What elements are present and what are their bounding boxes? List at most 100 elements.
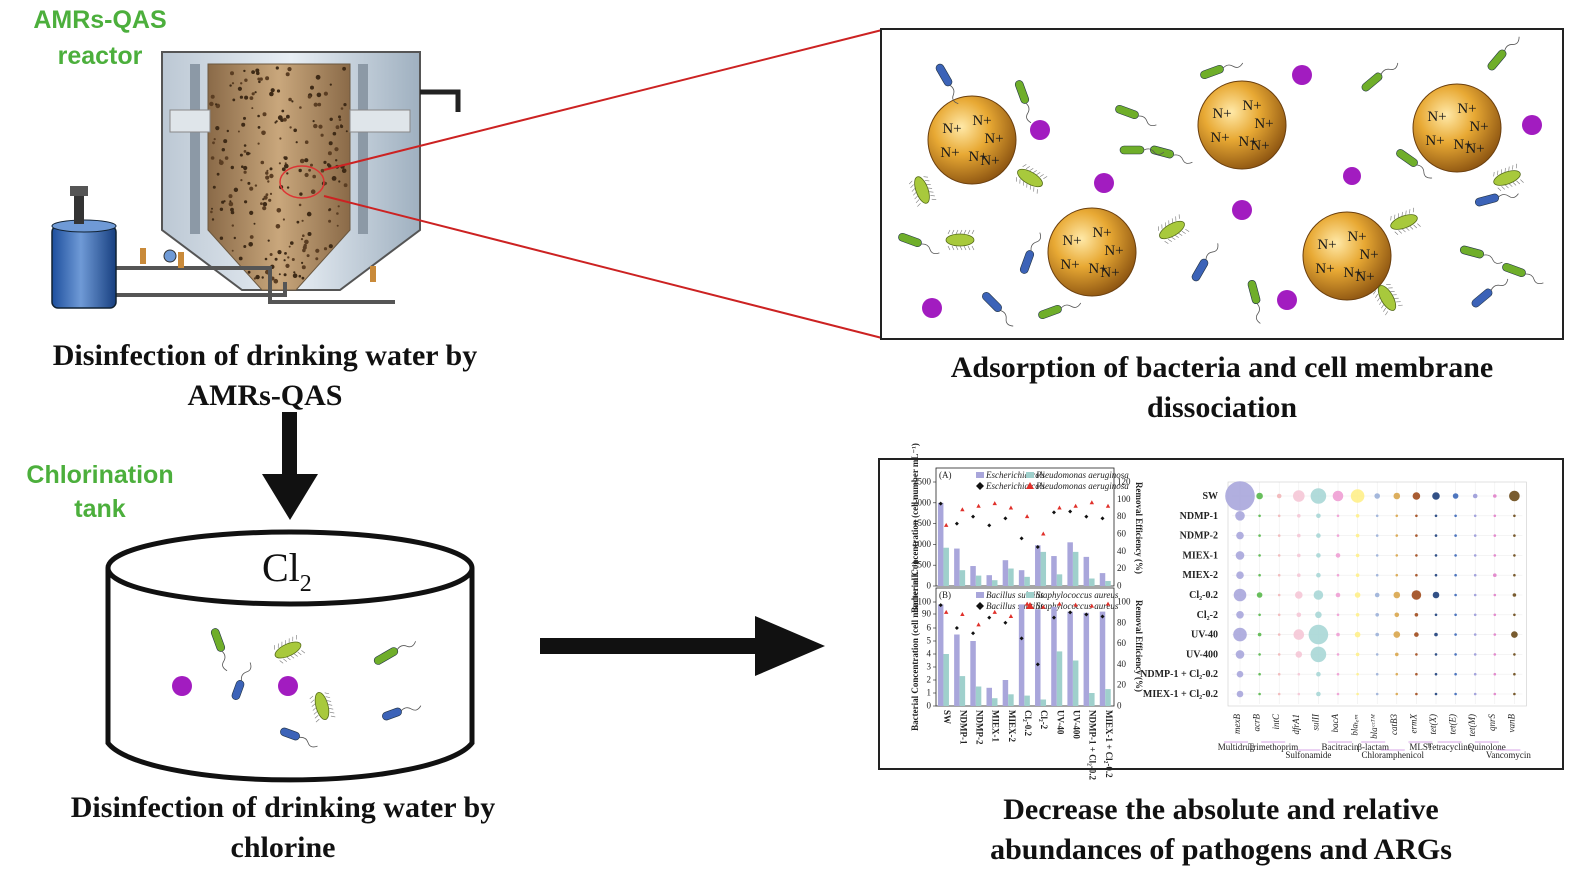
resin-particle <box>251 70 256 74</box>
bubble-column-label: blaᶜᶜᵀᴹ <box>1369 713 1379 739</box>
bubble <box>1415 554 1418 557</box>
resin-particle <box>304 158 309 163</box>
bubble <box>1277 672 1281 676</box>
green-bacterium <box>1396 149 1433 179</box>
chlorination-label-line1: Chlorination <box>26 461 174 489</box>
green-bacterium <box>1361 62 1399 92</box>
resin-particle <box>307 232 312 236</box>
bubble <box>1493 653 1497 656</box>
resin-particle <box>315 248 320 253</box>
bubble <box>1336 534 1340 537</box>
resin-particle <box>315 74 321 80</box>
bubble <box>1473 633 1477 636</box>
resin-particle <box>221 148 225 152</box>
resin-particle <box>284 162 287 165</box>
resin-particle <box>265 175 270 180</box>
resin-particle <box>336 224 339 227</box>
bubble <box>1258 573 1261 577</box>
resin-particle <box>323 247 328 251</box>
resin-particle <box>261 276 264 279</box>
quaternary-ammonium-charge: N+ <box>1210 130 1229 146</box>
resin-particle <box>237 86 242 91</box>
resin-particle <box>291 258 295 261</box>
y-tick-label: 1500 <box>913 518 932 528</box>
bubble <box>1336 613 1340 617</box>
y-tick-label: 2500 <box>913 477 932 487</box>
resin-particle <box>210 210 213 214</box>
resin-particle <box>270 88 275 93</box>
bubble <box>1395 692 1399 696</box>
resin-particle <box>340 124 344 129</box>
caption-amrs-line1: Disinfection of drinking water by <box>52 339 478 372</box>
bubble-group-label: Quinolone <box>1468 742 1506 752</box>
resin-particle <box>283 117 287 122</box>
resin-particle <box>310 189 316 194</box>
ciliated-bacterium <box>945 229 975 251</box>
chlorination-tank <box>105 529 475 783</box>
bubble-row-label: UV-40 <box>1191 630 1218 641</box>
bubble <box>1513 534 1516 537</box>
bar <box>1105 581 1111 586</box>
blue-bacterium <box>1191 243 1219 282</box>
resin-particle <box>262 206 267 211</box>
bar <box>937 604 944 706</box>
chlorination-label: Chlorination tank <box>0 458 200 526</box>
bubble <box>1276 493 1282 499</box>
right-tick-label: 20 <box>1117 680 1127 690</box>
resin-particle <box>255 68 260 73</box>
quaternary-ammonium-charge: N+ <box>984 131 1003 147</box>
legend-swatch <box>1026 472 1034 478</box>
quaternary-ammonium-charge: N+ <box>1092 225 1111 241</box>
resin-particle <box>269 192 273 195</box>
bubble <box>1473 534 1477 537</box>
point <box>1003 516 1008 521</box>
quaternary-ammonium-charge: N+ <box>1212 106 1231 122</box>
bubble <box>1297 672 1301 676</box>
bubble-group-label: Trimethoprim <box>1248 742 1298 752</box>
bubble <box>1473 554 1477 557</box>
bar <box>1083 612 1090 706</box>
resin-particle <box>320 168 325 173</box>
point <box>1051 615 1056 620</box>
bar <box>1051 606 1057 706</box>
resin-particle <box>292 273 298 278</box>
bar <box>959 676 966 706</box>
quaternary-ammonium-charge: N+ <box>1465 141 1484 157</box>
caption-decrease-line1: Decrease the absolute and relative <box>1003 793 1439 826</box>
resin-particle <box>278 273 281 276</box>
bar <box>970 566 976 586</box>
resin-particle <box>302 245 307 250</box>
reactor-label: AMRs-QAS reactor <box>0 2 200 74</box>
resin-particle <box>263 195 268 200</box>
resin-particle <box>231 249 234 252</box>
blue-bacterium <box>280 727 318 748</box>
resin-particle <box>274 257 278 261</box>
right-tick-label: 60 <box>1117 529 1127 539</box>
bubble <box>1375 534 1379 537</box>
point <box>1024 601 1030 606</box>
resin-particle <box>265 193 269 197</box>
quaternary-ammonium-charge: N+ <box>1315 261 1334 277</box>
bubble <box>1277 534 1281 537</box>
resin-particle <box>223 139 228 144</box>
bubble <box>1454 534 1457 537</box>
resin-particle <box>336 212 339 215</box>
quaternary-ammonium-charge: N+ <box>1355 269 1374 285</box>
bubble <box>1454 653 1457 656</box>
blue-bacterium <box>382 705 422 721</box>
resin-particle <box>281 167 286 172</box>
bar <box>1056 651 1063 706</box>
point <box>1073 503 1078 508</box>
quaternary-ammonium-charge: N+ <box>1104 243 1123 259</box>
bubble-column-label: tet(E) <box>1448 714 1458 735</box>
bar <box>1024 695 1030 706</box>
bar <box>1067 542 1073 586</box>
resin-particle <box>279 137 282 140</box>
point <box>1019 636 1024 641</box>
bar <box>1051 556 1057 586</box>
bubble <box>1335 592 1341 598</box>
adsorption-panel: N+N+N+N+N+N+N+N+N+N+N+N+N+N+N+N+N+N+N+N+… <box>880 28 1564 340</box>
resin-particle <box>277 115 283 121</box>
